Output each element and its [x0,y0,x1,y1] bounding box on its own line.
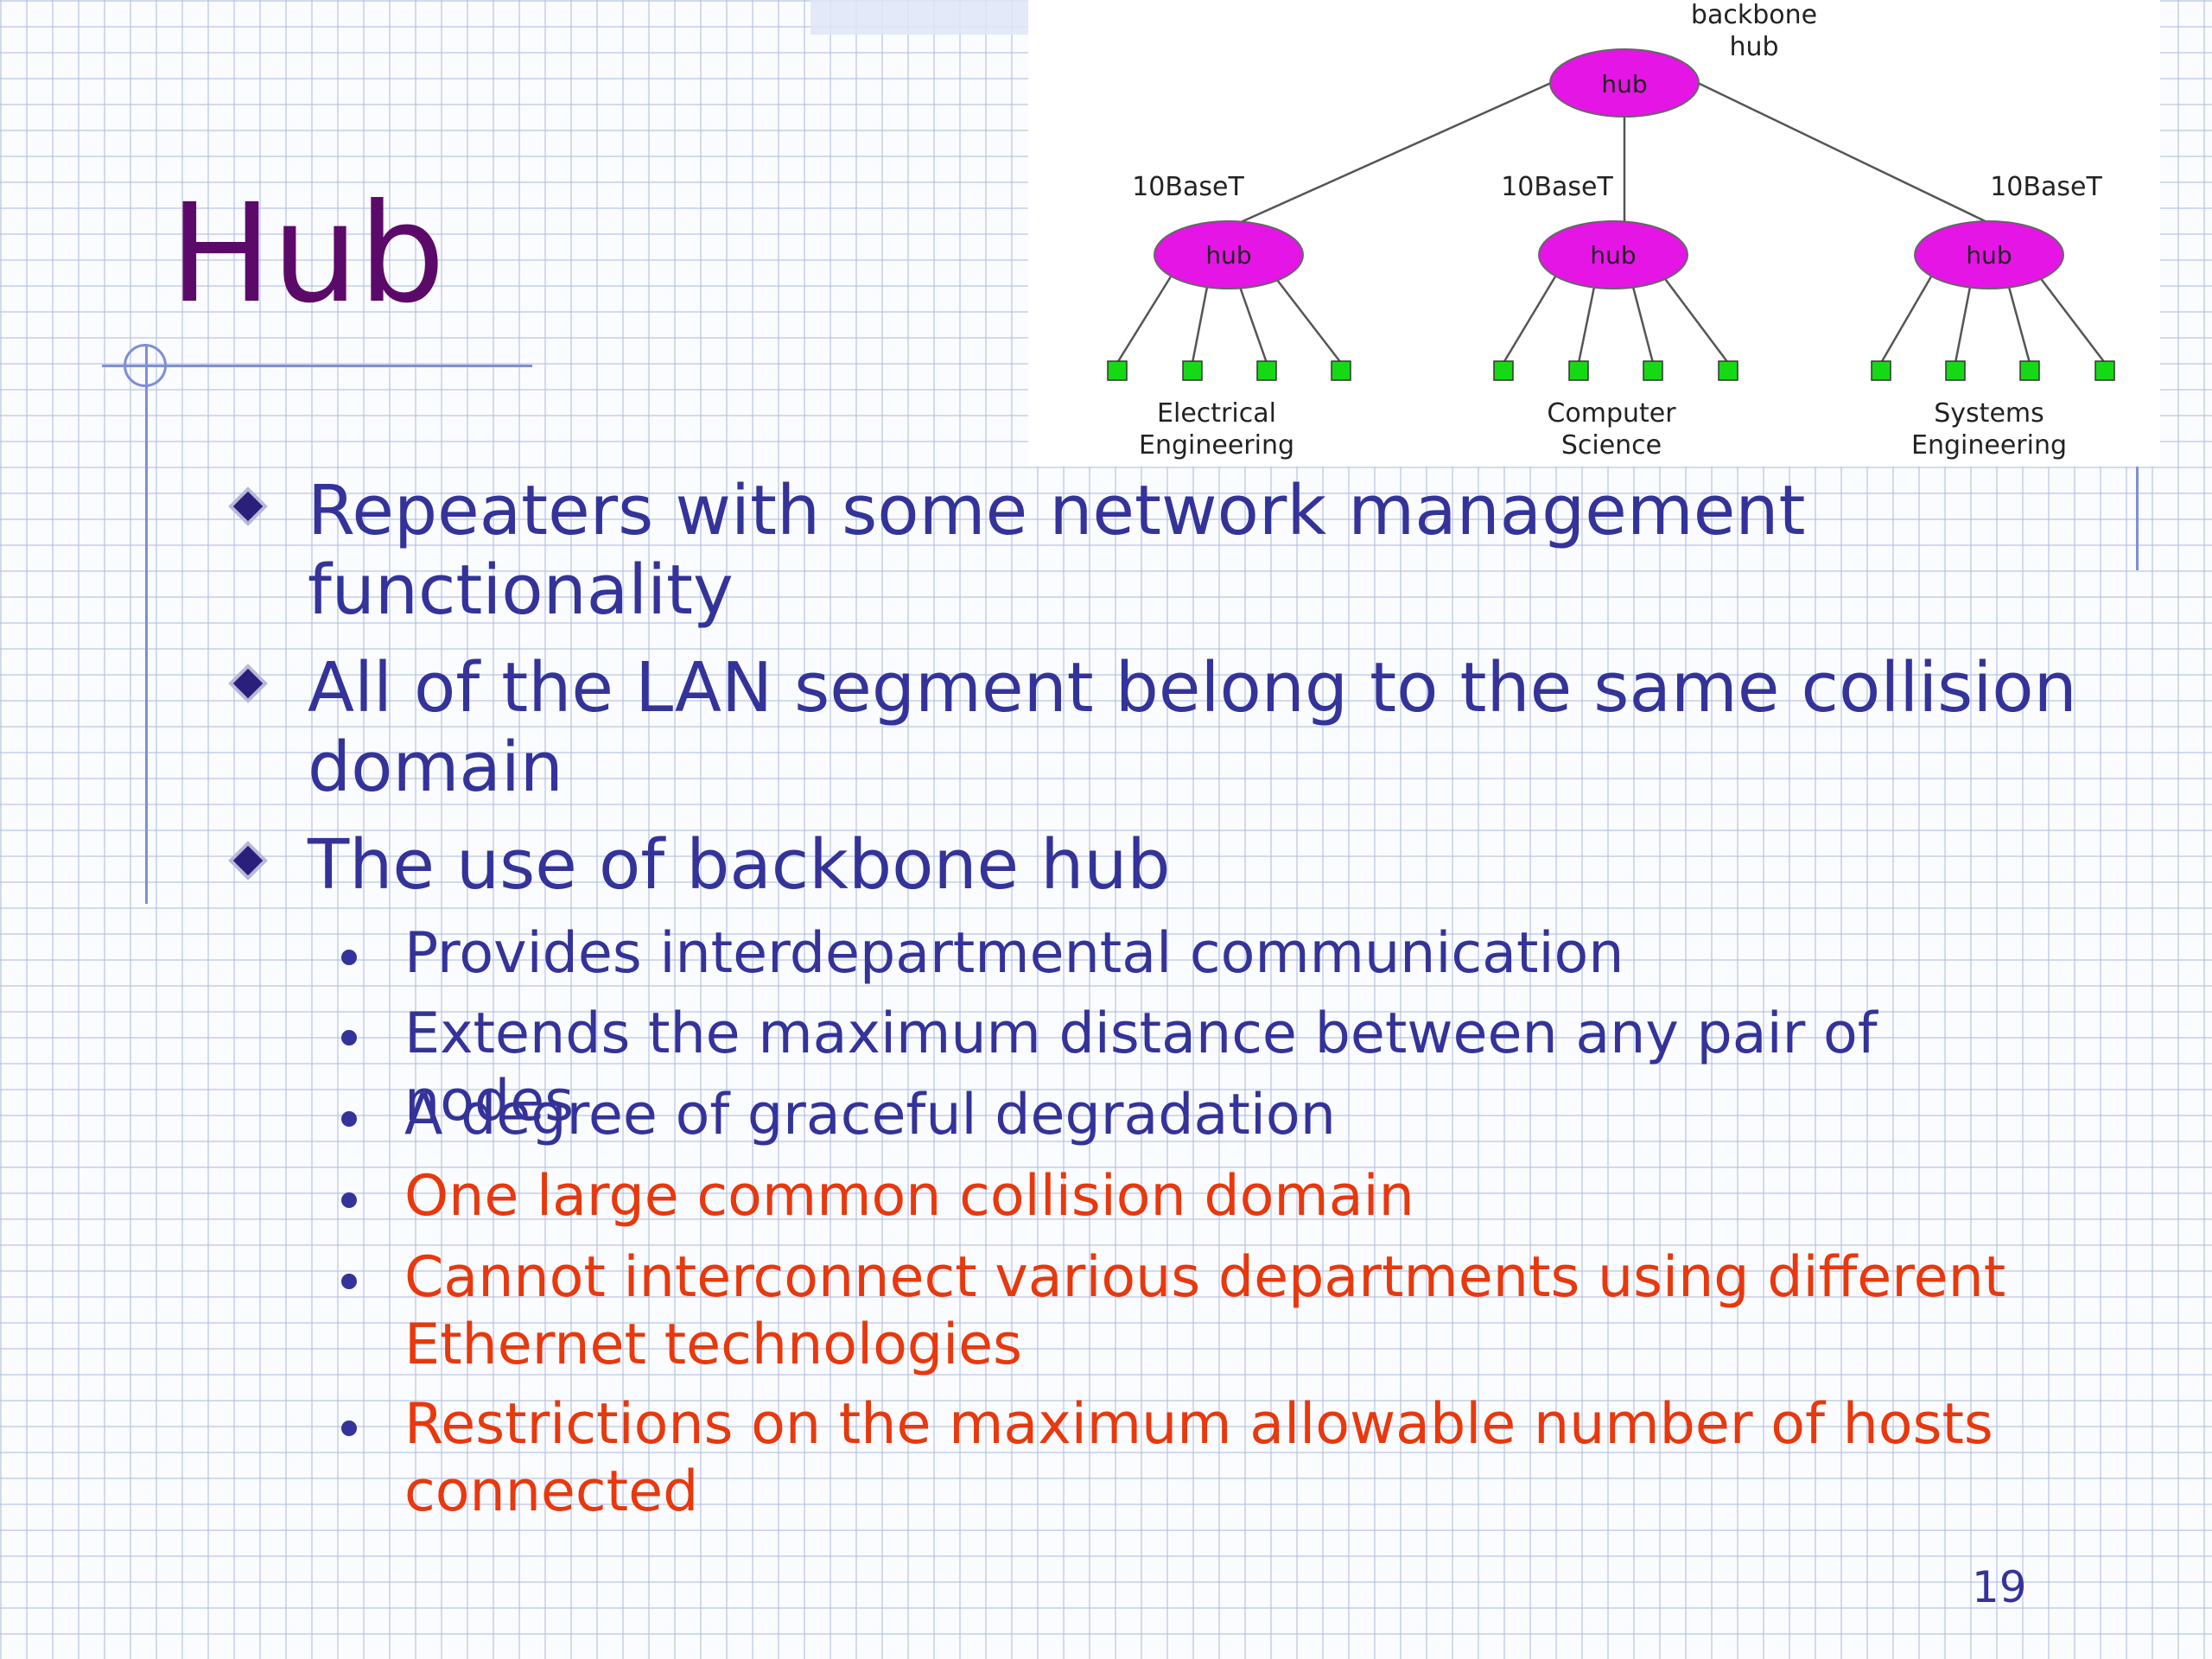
backbone-hub-node [1549,48,1700,118]
link-line-right [1697,81,1997,228]
hub-label-systems-engineering: hub [1966,241,2012,270]
department-label-line-1: Systems [1934,398,2044,429]
host-node [1182,360,1203,381]
dot-bullet-icon [341,1274,357,1289]
department-label-line-2: Science [1561,430,1662,461]
sub-bullet-item-highlight: One large common collision domain [341,1163,2052,1230]
host-node [1331,360,1351,381]
bullet-text: Repeaters with some network management f… [308,471,1806,630]
host-node [1718,360,1738,381]
sub-bullet-text: Cannot interconnect various departments … [404,1245,2006,1377]
sub-bullet-item-highlight: Restrictions on the maximum allowable nu… [341,1391,2052,1526]
backbone-hub-label: hub [1601,70,1647,99]
host-node [1945,360,1966,381]
department-electrical-engineering: hub Electrical Engineering [1107,220,1351,461]
hub-label-electrical: hub [1205,241,1251,270]
host-node [1871,360,1891,381]
hub-topology-svg: backbone hub 10BaseT 10BaseT 10BaseT hub… [1107,0,2115,461]
bullet-item: All of the LAN segment belong to the sam… [228,648,2155,807]
sub-bullet-text: One large common collision domain [404,1164,1414,1229]
link-line-left [1230,81,1552,228]
sub-bullet-item: A degree of graceful degradation [341,1082,2052,1149]
link-label-left: 10BaseT [1132,172,1244,202]
sub-bullet-text: A degree of graceful degradation [404,1083,1336,1147]
hub-node-systems-engineering [1914,220,2064,289]
link-label-right: 10BaseT [1990,172,2102,202]
hub-topology-diagram: backbone hub 10BaseT 10BaseT 10BaseT hub… [1028,0,2160,467]
host-node [1107,360,1128,381]
department-label-line-2: Engineering [1139,430,1294,461]
diamond-bullet-icon [228,664,268,703]
dot-bullet-icon [341,1030,357,1046]
host-node [1493,360,1514,381]
sub-bullet-text: Provides interdepartmental communication [404,921,1624,986]
hub-node-electrical [1154,220,1304,289]
sub-bullet-text: Restrictions on the maximum allowable nu… [404,1392,1993,1524]
slide-title: Hub [169,175,446,334]
decorative-strip [810,0,1028,35]
dot-bullet-icon [341,1111,357,1127]
host-node [1256,360,1277,381]
diamond-bullet-icon [228,486,268,526]
hub-label-computer-science: hub [1590,241,1636,270]
link-label-middle: 10BaseT [1501,172,1613,202]
sub-bullet-item: Extends the maximum distance between any… [341,1001,2052,1135]
sub-bullet-text: Extends the maximum distance between any… [404,1001,1878,1134]
dot-bullet-icon [341,950,357,965]
department-label-line-2: Engineering [1911,430,2067,461]
title-underline [102,365,532,367]
left-vertical-rule [145,344,148,904]
right-vertical-rule [2136,462,2139,570]
backbone-label-line-1: backbone [1691,0,1817,30]
bullet-item: Repeaters with some network management f… [228,471,2155,630]
backbone-label-line-2: hub [1729,32,1778,62]
page-number: 19 [1972,1562,2027,1612]
department-systems-engineering: hub Systems Engineering [1871,220,2115,461]
dot-bullet-icon [341,1192,357,1208]
department-label-line-1: Computer [1547,398,1676,429]
department-label-line-1: Electrical [1157,398,1276,429]
host-node [1643,360,1663,381]
bullet-item: The use of backbone hub [228,825,2155,905]
diamond-bullet-icon [228,841,268,880]
bullet-text: All of the LAN segment belong to the sam… [308,648,2077,807]
hub-node-computer-science [1538,220,1688,289]
host-node [1568,360,1589,381]
bullet-text: The use of backbone hub [308,825,1171,905]
host-node [2019,360,2040,381]
sub-bullet-item: Provides interdepartmental communication [341,920,2052,988]
sub-bullet-item-highlight: Cannot interconnect various departments … [341,1244,2052,1379]
dot-bullet-icon [341,1421,357,1436]
host-node [2094,360,2115,381]
department-computer-science: hub Computer Science [1493,220,1738,461]
